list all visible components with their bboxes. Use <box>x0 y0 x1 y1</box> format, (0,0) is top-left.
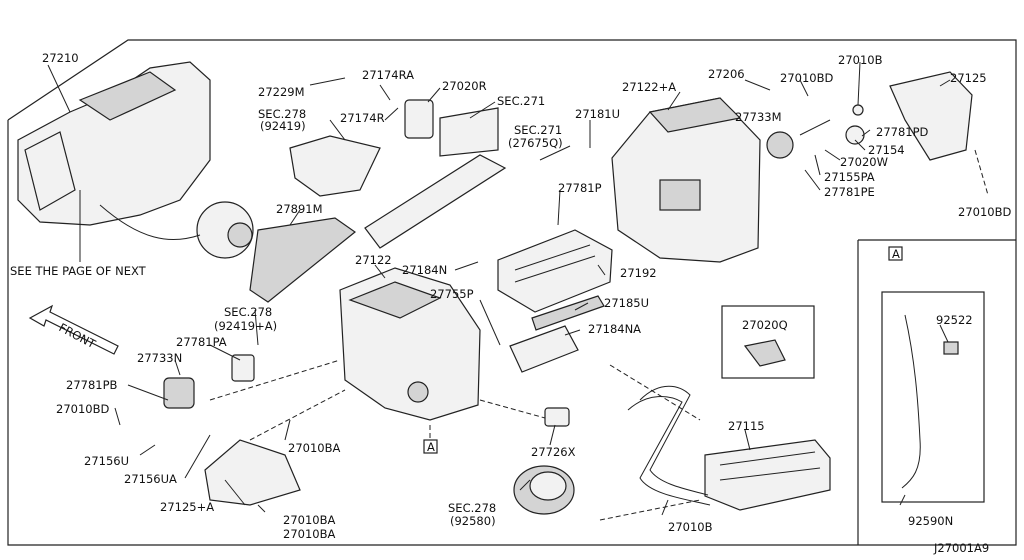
hose-92590N <box>901 314 921 489</box>
label-27010BA-c: 27010BA <box>283 527 335 541</box>
label-27122: 27122 <box>355 253 392 267</box>
label-27755P: 27755P <box>430 287 474 301</box>
label-27206: 27206 <box>708 67 745 81</box>
front-arrow <box>28 304 119 355</box>
label-27733N: 27733N <box>137 351 182 365</box>
main-frame <box>7 39 1017 546</box>
label-27229M: 27229M <box>258 85 305 99</box>
screw-27010B <box>852 104 864 116</box>
hose-box <box>881 291 985 503</box>
label-27781P: 27781P <box>558 181 602 195</box>
label-27174R: 27174R <box>340 111 385 125</box>
sec278-cover <box>289 135 381 197</box>
label-27210: 27210 <box>42 51 79 65</box>
label-diagram-id: J27001A9 <box>933 541 989 555</box>
label-27010B-b: 27010B <box>668 520 713 534</box>
label-27125: 27125 <box>950 71 987 85</box>
label-27726X: 27726X <box>531 445 576 459</box>
duct-27125 <box>889 71 973 161</box>
label-sec278-b-ref: (92419+A) <box>214 319 277 333</box>
actuator-27733N <box>163 377 195 409</box>
label-see-next-page: SEE THE PAGE OF NEXT <box>10 264 147 278</box>
evaporator-27192 <box>497 229 613 313</box>
label-27184N: 27184N <box>402 263 447 277</box>
bracket-box <box>721 305 815 379</box>
lever-27154 <box>845 125 865 145</box>
leader-lines <box>47 61 989 521</box>
sensor-27726X <box>544 407 570 427</box>
cover-27184NA <box>509 325 579 373</box>
label-sec278-a: SEC.278 <box>258 107 306 121</box>
label-92522: 92522 <box>936 313 973 327</box>
heater-core-27115 <box>627 385 831 511</box>
label-27181U: 27181U <box>575 107 620 121</box>
actuator-27781PA <box>231 354 255 382</box>
blower-motor <box>513 465 575 515</box>
label-27781PD: 27781PD <box>876 125 929 139</box>
label-27020Q: 27020Q <box>742 318 788 332</box>
label-sec271-a: SEC.271 <box>497 94 545 108</box>
label-27010BD-c: 27010BD <box>56 402 109 416</box>
label-27781PA: 27781PA <box>176 335 227 349</box>
label-27891M: 27891M <box>276 202 323 216</box>
ref-a-box-2 <box>888 246 903 261</box>
label-sec278-c-ref: (92580) <box>450 514 496 528</box>
ref-a-box-1 <box>423 439 438 454</box>
label-27010B-a: 27010B <box>838 53 883 67</box>
label-27155PA: 27155PA <box>824 170 875 184</box>
label-27781PB: 27781PB <box>66 378 118 392</box>
duct-27125A <box>204 439 301 506</box>
label-27010BA-b: 27010BA <box>283 513 335 527</box>
label-27010BA-a: 27010BA <box>288 441 340 455</box>
label-27192: 27192 <box>620 266 657 280</box>
label-ref-a-2: A <box>892 247 900 261</box>
callout-labels: 27210 27229M 27174RA 27020R SEC.271 SEC.… <box>10 51 1011 555</box>
label-front: FRONT <box>57 320 99 351</box>
unit-27122A <box>611 97 761 263</box>
label-27115: 27115 <box>728 419 765 433</box>
label-27010BD-a: 27010BD <box>780 71 833 85</box>
label-27010BD-b: 27010BD <box>958 205 1011 219</box>
heater-blower-unit <box>17 61 254 259</box>
label-27184NA: 27184NA <box>588 322 641 336</box>
label-ref-a-1: A <box>427 440 435 454</box>
label-sec278-a-ref: (92419) <box>260 119 306 133</box>
label-92590N: 92590N <box>908 514 953 528</box>
label-27156UA: 27156UA <box>124 472 177 486</box>
label-27020R: 27020R <box>442 79 487 93</box>
label-27185U: 27185U <box>604 296 649 310</box>
label-sec278-c: SEC.278 <box>448 501 496 515</box>
label-27154: 27154 <box>868 143 905 157</box>
unit-27122 <box>339 267 481 421</box>
label-27122A: 27122+A <box>622 80 676 94</box>
label-27156U: 27156U <box>84 454 129 468</box>
label-27020W: 27020W <box>840 155 888 169</box>
label-27125A: 27125+A <box>160 500 214 514</box>
clip-92522 <box>943 341 959 355</box>
label-sec278-b: SEC.278 <box>224 305 272 319</box>
actuator-27733M <box>766 131 794 159</box>
label-27733M: 27733M <box>735 110 782 124</box>
bracket-27020Q <box>743 339 786 367</box>
label-27174RA: 27174RA <box>362 68 414 82</box>
filter-27891M <box>249 217 356 303</box>
label-27781PE: 27781PE <box>824 185 875 199</box>
label-sec271-b: SEC.271 <box>514 123 562 137</box>
duct-27020R <box>404 99 499 157</box>
filter-long <box>364 154 507 249</box>
label-sec271-b-ref: (27675Q) <box>508 136 563 150</box>
